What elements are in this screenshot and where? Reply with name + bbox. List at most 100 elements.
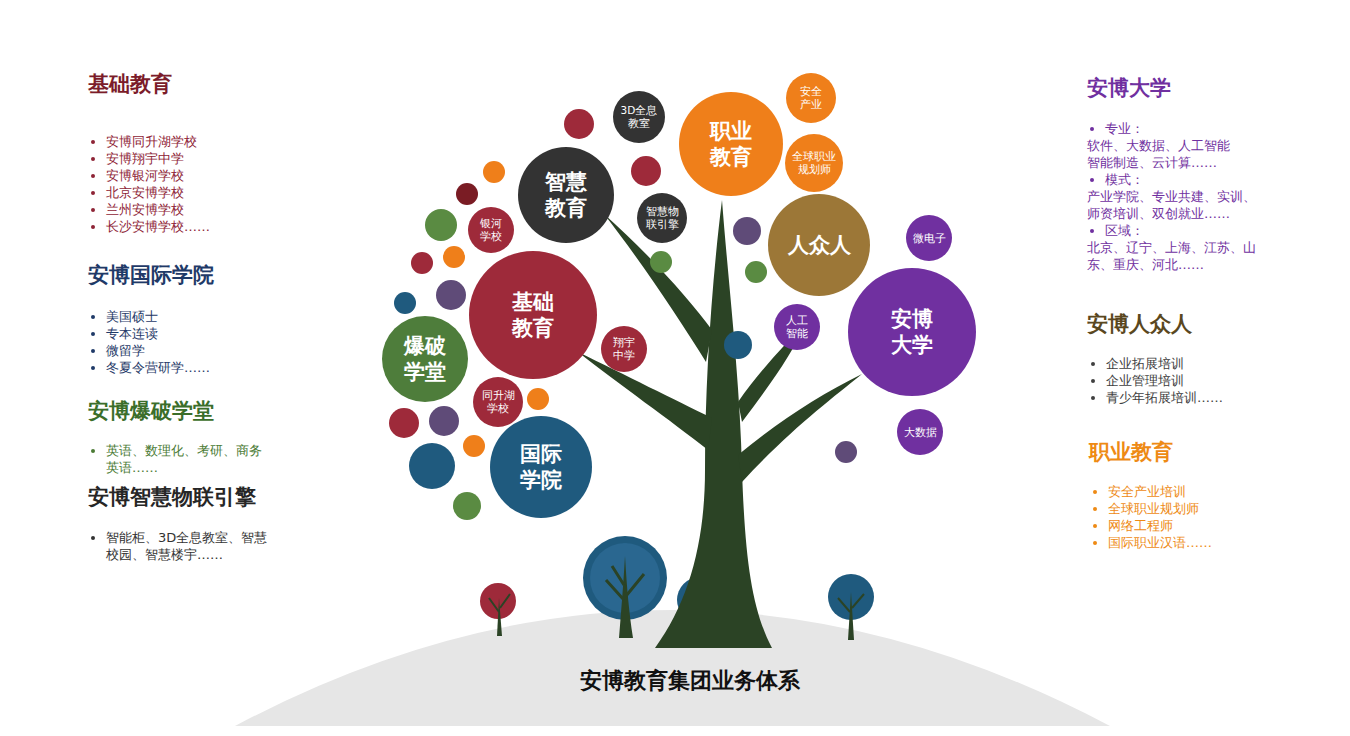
circle-label: 人工 智能 [786, 314, 808, 340]
circle-text-group: 同升湖 学校 [482, 389, 515, 415]
circle-text-group: 人众人 [788, 232, 851, 258]
circle-text-group: 3D全息 教室 [621, 104, 658, 130]
topic-bubble: 全球职业 规划师 [785, 134, 843, 192]
list-item: 北京安博学校 [88, 184, 184, 201]
small-tree-crown [480, 583, 516, 619]
circle-label: 翔宇 中学 [613, 336, 635, 362]
circle-text-group: 职业 教育 [710, 118, 752, 170]
section-heading: 安博国际学院 [88, 262, 214, 288]
list-item: 专业： [1087, 120, 1144, 137]
diagram-title: 安博教育集团业务体系 [440, 667, 940, 695]
circle-fill [785, 134, 843, 192]
circle-fill [468, 207, 514, 253]
decor-dot [835, 441, 857, 463]
topic-bubble: 智慧物 联引擎 [637, 193, 687, 243]
circle-fill [848, 268, 976, 396]
section-heading: 职业教育 [1089, 439, 1173, 465]
list-item: 全球职业规划师 [1090, 500, 1199, 517]
decor-dot [527, 388, 549, 410]
decor-dot [443, 246, 465, 268]
circle-text-group: 人工 智能 [786, 314, 808, 340]
list-item: 国际职业汉语…… [1090, 534, 1212, 551]
list-item: 安博同升湖学校 [88, 133, 197, 150]
circle-fill [637, 193, 687, 243]
list-item: 兰州安博学校 [88, 201, 184, 218]
section-heading: 基础教育 [88, 71, 172, 97]
circle-text-group: 银河 学校 [480, 217, 502, 243]
decor-dot [745, 261, 767, 283]
circle-text-group: 微电子 [913, 232, 946, 245]
list-text: 产业学院、专业共建、实训、 师资培训、双创就业…… [1087, 188, 1262, 222]
small-tree-trunk [848, 592, 854, 640]
decor-dot [389, 408, 419, 438]
decor-dot [425, 209, 457, 241]
category-circle: 职业 教育 [679, 92, 783, 196]
decor-dot [483, 161, 505, 183]
decor-dot [631, 156, 661, 186]
circle-fill [469, 251, 597, 379]
decor-dot [456, 183, 478, 205]
list-item: 模式： [1087, 171, 1144, 188]
circle-label: 安博 大学 [891, 306, 933, 358]
circle-text-group: 全球职业 规划师 [792, 150, 836, 176]
small-tree-trunk [497, 598, 502, 636]
topic-bubble: 大数据 [897, 409, 943, 455]
circle-label: 同升湖 学校 [482, 389, 515, 415]
topic-bubble: 同升湖 学校 [473, 377, 523, 427]
circle-label: 智慧 教育 [545, 169, 587, 221]
category-circle: 人众人 [768, 194, 870, 296]
circle-label: 基础 教育 [512, 289, 554, 341]
circle-label: 爆破 学堂 [404, 333, 446, 385]
small-tree-branches [606, 566, 644, 600]
decor-dot [429, 406, 459, 436]
circle-fill [473, 377, 523, 427]
circle-text-group: 大数据 [904, 426, 937, 439]
circle-fill [518, 147, 614, 243]
list-item: 网络工程师 [1090, 517, 1173, 534]
decor-dot [733, 217, 761, 245]
circle-text-group: 国际 学院 [520, 441, 562, 493]
section-heading: 安博爆破学堂 [88, 398, 214, 424]
decor-dot [394, 292, 416, 314]
decor-dot [650, 251, 672, 273]
list-item: 安全产业培训 [1090, 483, 1186, 500]
tree-trunk [655, 200, 772, 648]
circle-fill [382, 316, 468, 402]
circle-label: 智慧物 联引擎 [646, 205, 679, 231]
list-text: 软件、大数据、人工智能 智能制造、云计算…… [1087, 137, 1239, 171]
circle-fill [601, 326, 647, 372]
circle-shape [679, 92, 783, 196]
list-text: 北京、辽宁、上海、江苏、山 东、重庆、河北…… [1087, 239, 1262, 273]
decor-dot [463, 435, 485, 457]
circle-text-group: 智慧 教育 [545, 169, 587, 221]
list-item: 专本连读 [88, 325, 158, 342]
list-item: 区域： [1087, 222, 1144, 239]
circle-shape [848, 268, 976, 396]
circle-label: 大数据 [904, 426, 937, 439]
list-item: 安博翔宇中学 [88, 150, 184, 167]
small-tree-branches [489, 594, 510, 612]
topic-bubble: 安全 产业 [786, 73, 836, 123]
category-circle: 智慧 教育 [518, 147, 614, 243]
list-item: 长沙安博学校…… [88, 218, 210, 235]
list-item: 美国硕士 [88, 308, 158, 325]
list-item: 冬夏令营研学…… [88, 359, 210, 376]
section-heading: 安博人众人 [1087, 311, 1192, 337]
circle-label: 银河 学校 [480, 217, 502, 243]
list-item: 青少年拓展培训…… [1088, 389, 1223, 406]
category-circle: 国际 学院 [490, 416, 592, 518]
list-item: 企业管理培训 [1088, 372, 1184, 389]
circle-text-group: 基础 教育 [512, 289, 554, 341]
circle-fill [906, 215, 952, 261]
decor-dot [453, 492, 481, 520]
circle-fill [774, 304, 820, 350]
section-heading: 安博大学 [1087, 75, 1171, 101]
topic-bubble: 微电子 [906, 215, 952, 261]
decor-dot [564, 109, 594, 139]
circle-label: 职业 教育 [710, 118, 752, 170]
decor-dot [436, 280, 466, 310]
circle-fill [679, 92, 783, 196]
circle-shape [490, 416, 592, 518]
small-tree-branches [838, 594, 864, 612]
circle-label: 国际 学院 [520, 441, 562, 493]
